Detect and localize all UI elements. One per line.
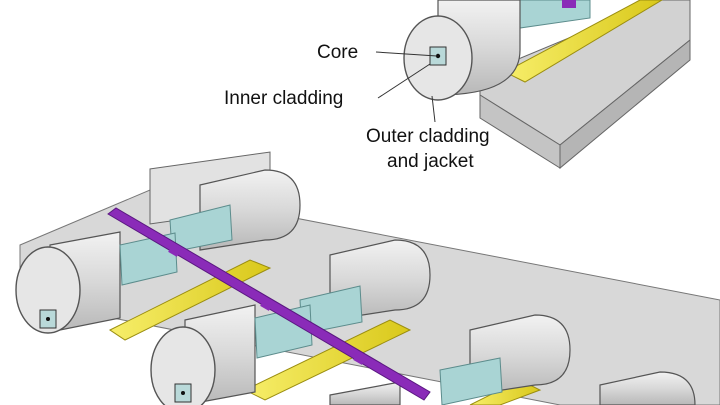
- inset-purple-strip: [562, 0, 576, 8]
- label-inner-cladding: Inner cladding: [224, 88, 343, 109]
- array-fiber-front-1-core: [46, 317, 50, 321]
- purple-tooth-1: [168, 244, 182, 257]
- array-fiber-front-1-end-face: [15, 246, 81, 334]
- purple-tooth-2: [260, 298, 274, 311]
- inset-inner-block: [519, 0, 591, 29]
- core-leader-line: [375, 51, 438, 57]
- label-outer-cladding: Outer cladding: [366, 126, 490, 147]
- outer-cladding-leader-line: [431, 95, 436, 123]
- array-fiber-back-3-inner-block: [439, 357, 503, 405]
- array-fiber-front-3-body: [329, 381, 401, 405]
- inset-yellow-groove: [503, 0, 663, 83]
- purple-tooth-3: [353, 352, 367, 365]
- array-fiber-front-2-end-face: [150, 326, 216, 405]
- fiber-array-assembly: [15, 151, 720, 405]
- inner-cladding-leader-line: [377, 63, 431, 99]
- array-fiber-front-2-core: [181, 391, 185, 395]
- label-and-jacket: and jacket: [387, 151, 474, 172]
- inset-core-dot: [435, 53, 441, 59]
- label-core: Core: [317, 42, 358, 63]
- inset-fiber-assembly: [403, 0, 691, 170]
